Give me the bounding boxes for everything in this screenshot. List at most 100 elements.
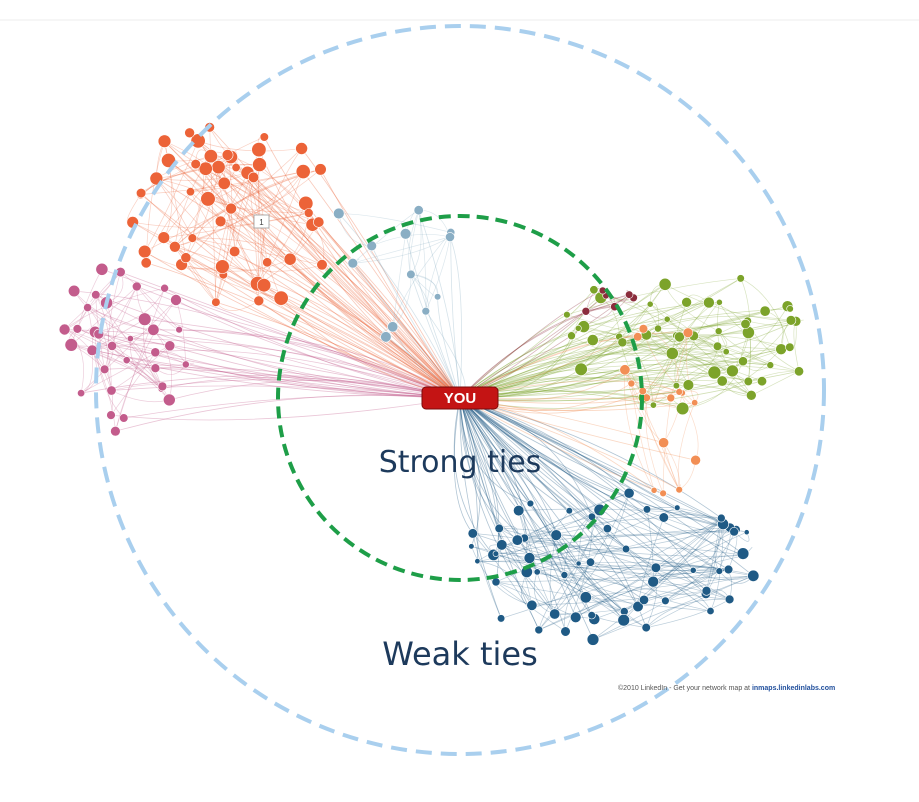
blue-cluster-node[interactable] — [560, 571, 569, 579]
blue-cluster-node[interactable] — [743, 529, 750, 536]
lightorange-cluster-node[interactable] — [633, 332, 643, 342]
blue-cluster-node[interactable] — [526, 499, 535, 508]
orange-cluster-node[interactable] — [190, 133, 206, 149]
green-cluster-node[interactable] — [682, 379, 695, 391]
blue-cluster-node[interactable] — [533, 568, 541, 576]
pink-cluster-node[interactable] — [181, 360, 190, 369]
green-cluster-node[interactable] — [786, 305, 794, 313]
orange-cluster-node[interactable] — [140, 257, 152, 269]
blue-cluster-node[interactable] — [494, 523, 504, 534]
pink-cluster-node[interactable] — [164, 340, 176, 352]
lightorange-cluster-node[interactable] — [659, 489, 667, 497]
pink-cluster-node[interactable] — [119, 413, 129, 423]
green-cluster-node[interactable] — [743, 376, 753, 387]
green-cluster-node[interactable] — [681, 296, 692, 308]
blue-cluster-node[interactable] — [586, 633, 600, 646]
credit-link[interactable]: inmaps.linkedinlabs.com — [752, 685, 835, 692]
green-cluster-node[interactable] — [646, 300, 654, 308]
orange-cluster-node[interactable] — [225, 202, 237, 215]
green-cluster-node[interactable] — [658, 277, 672, 291]
blue-cluster-node[interactable] — [647, 575, 660, 588]
blue-cluster-node[interactable] — [729, 526, 739, 537]
lightblue-cluster-node[interactable] — [387, 321, 399, 333]
orange-cluster-node[interactable] — [180, 252, 192, 264]
blue-cluster-node[interactable] — [723, 564, 734, 575]
green-cluster-node[interactable] — [785, 315, 797, 326]
pink-cluster-node[interactable] — [150, 363, 161, 374]
orange-cluster-node[interactable] — [314, 163, 327, 176]
blue-cluster-node[interactable] — [513, 505, 525, 517]
pink-cluster-node[interactable] — [170, 294, 182, 306]
blue-cluster-node[interactable] — [565, 507, 573, 515]
blue-cluster-node[interactable] — [724, 594, 735, 605]
lightblue-cluster-node[interactable] — [406, 269, 416, 280]
blue-cluster-node[interactable] — [701, 585, 712, 596]
orange-cluster-node[interactable] — [198, 161, 213, 176]
blue-cluster-node[interactable] — [550, 529, 562, 541]
blue-cluster-node[interactable] — [602, 524, 612, 534]
pink-cluster-node[interactable] — [122, 356, 131, 365]
orange-cluster-node[interactable] — [259, 132, 269, 142]
orange-cluster-node[interactable] — [295, 164, 311, 179]
pink-cluster-node[interactable] — [72, 324, 83, 334]
orange-cluster-node[interactable] — [136, 188, 147, 199]
orange-cluster-node[interactable] — [187, 233, 198, 243]
pink-cluster-node[interactable] — [106, 385, 117, 396]
blue-cluster-node[interactable] — [706, 606, 715, 615]
blue-cluster-node[interactable] — [526, 599, 538, 611]
maroon-cluster-node[interactable] — [625, 290, 634, 299]
blue-cluster-node[interactable] — [747, 569, 760, 582]
blue-cluster-node[interactable] — [496, 539, 508, 551]
lightblue-cluster-node[interactable] — [399, 228, 412, 240]
green-cluster-node[interactable] — [738, 356, 748, 367]
orange-cluster-node[interactable] — [221, 149, 234, 161]
lightblue-cluster-node[interactable] — [434, 293, 442, 301]
green-cluster-node[interactable] — [722, 348, 730, 356]
green-cluster-node[interactable] — [675, 401, 690, 416]
green-cluster-node[interactable] — [785, 342, 795, 352]
lightorange-cluster-node[interactable] — [650, 486, 658, 494]
lightorange-cluster-node[interactable] — [627, 379, 636, 388]
green-cluster-node[interactable] — [589, 285, 599, 295]
pink-cluster-node[interactable] — [157, 381, 168, 392]
green-cluster-node[interactable] — [586, 334, 599, 346]
blue-cluster-node[interactable] — [658, 512, 669, 523]
orange-cluster-node[interactable] — [251, 142, 267, 158]
green-cluster-node[interactable] — [703, 296, 715, 309]
pink-cluster-node[interactable] — [132, 281, 142, 292]
orange-cluster-node[interactable] — [231, 163, 241, 173]
lightorange-cluster-node[interactable] — [682, 327, 694, 338]
blue-cluster-node[interactable] — [642, 505, 652, 514]
lightorange-cluster-node[interactable] — [666, 393, 676, 403]
pink-cluster-node[interactable] — [160, 283, 169, 293]
blue-cluster-node[interactable] — [534, 625, 544, 635]
green-cluster-node[interactable] — [745, 389, 757, 401]
green-cluster-node[interactable] — [766, 361, 775, 369]
blue-cluster-node[interactable] — [579, 591, 592, 604]
green-cluster-node[interactable] — [563, 311, 571, 319]
lightorange-cluster-node[interactable] — [690, 454, 701, 466]
green-cluster-node[interactable] — [793, 366, 804, 377]
blue-cluster-node[interactable] — [715, 567, 723, 575]
orange-cluster-node[interactable] — [313, 216, 325, 228]
pink-cluster-node[interactable] — [138, 312, 152, 326]
pink-cluster-node[interactable] — [67, 284, 81, 298]
blue-cluster-node[interactable] — [623, 487, 635, 499]
blue-cluster-node[interactable] — [661, 596, 670, 605]
blue-cluster-node[interactable] — [492, 550, 500, 557]
green-cluster-node[interactable] — [567, 331, 576, 341]
blue-cluster-node[interactable] — [736, 547, 750, 560]
green-cluster-node[interactable] — [716, 375, 728, 387]
orange-cluster-node[interactable] — [215, 259, 230, 274]
orange-cluster-node[interactable] — [157, 231, 171, 244]
orange-cluster-node[interactable] — [295, 142, 308, 155]
pink-cluster-node[interactable] — [175, 326, 183, 334]
maroon-cluster-node[interactable] — [581, 306, 591, 316]
green-cluster-node[interactable] — [716, 298, 723, 306]
pink-cluster-node[interactable] — [147, 323, 160, 336]
orange-cluster-node[interactable] — [157, 134, 172, 148]
orange-cluster-node[interactable] — [211, 297, 221, 307]
blue-cluster-node[interactable] — [673, 504, 681, 511]
orange-cluster-node[interactable] — [252, 157, 267, 172]
pink-cluster-node[interactable] — [107, 340, 117, 351]
